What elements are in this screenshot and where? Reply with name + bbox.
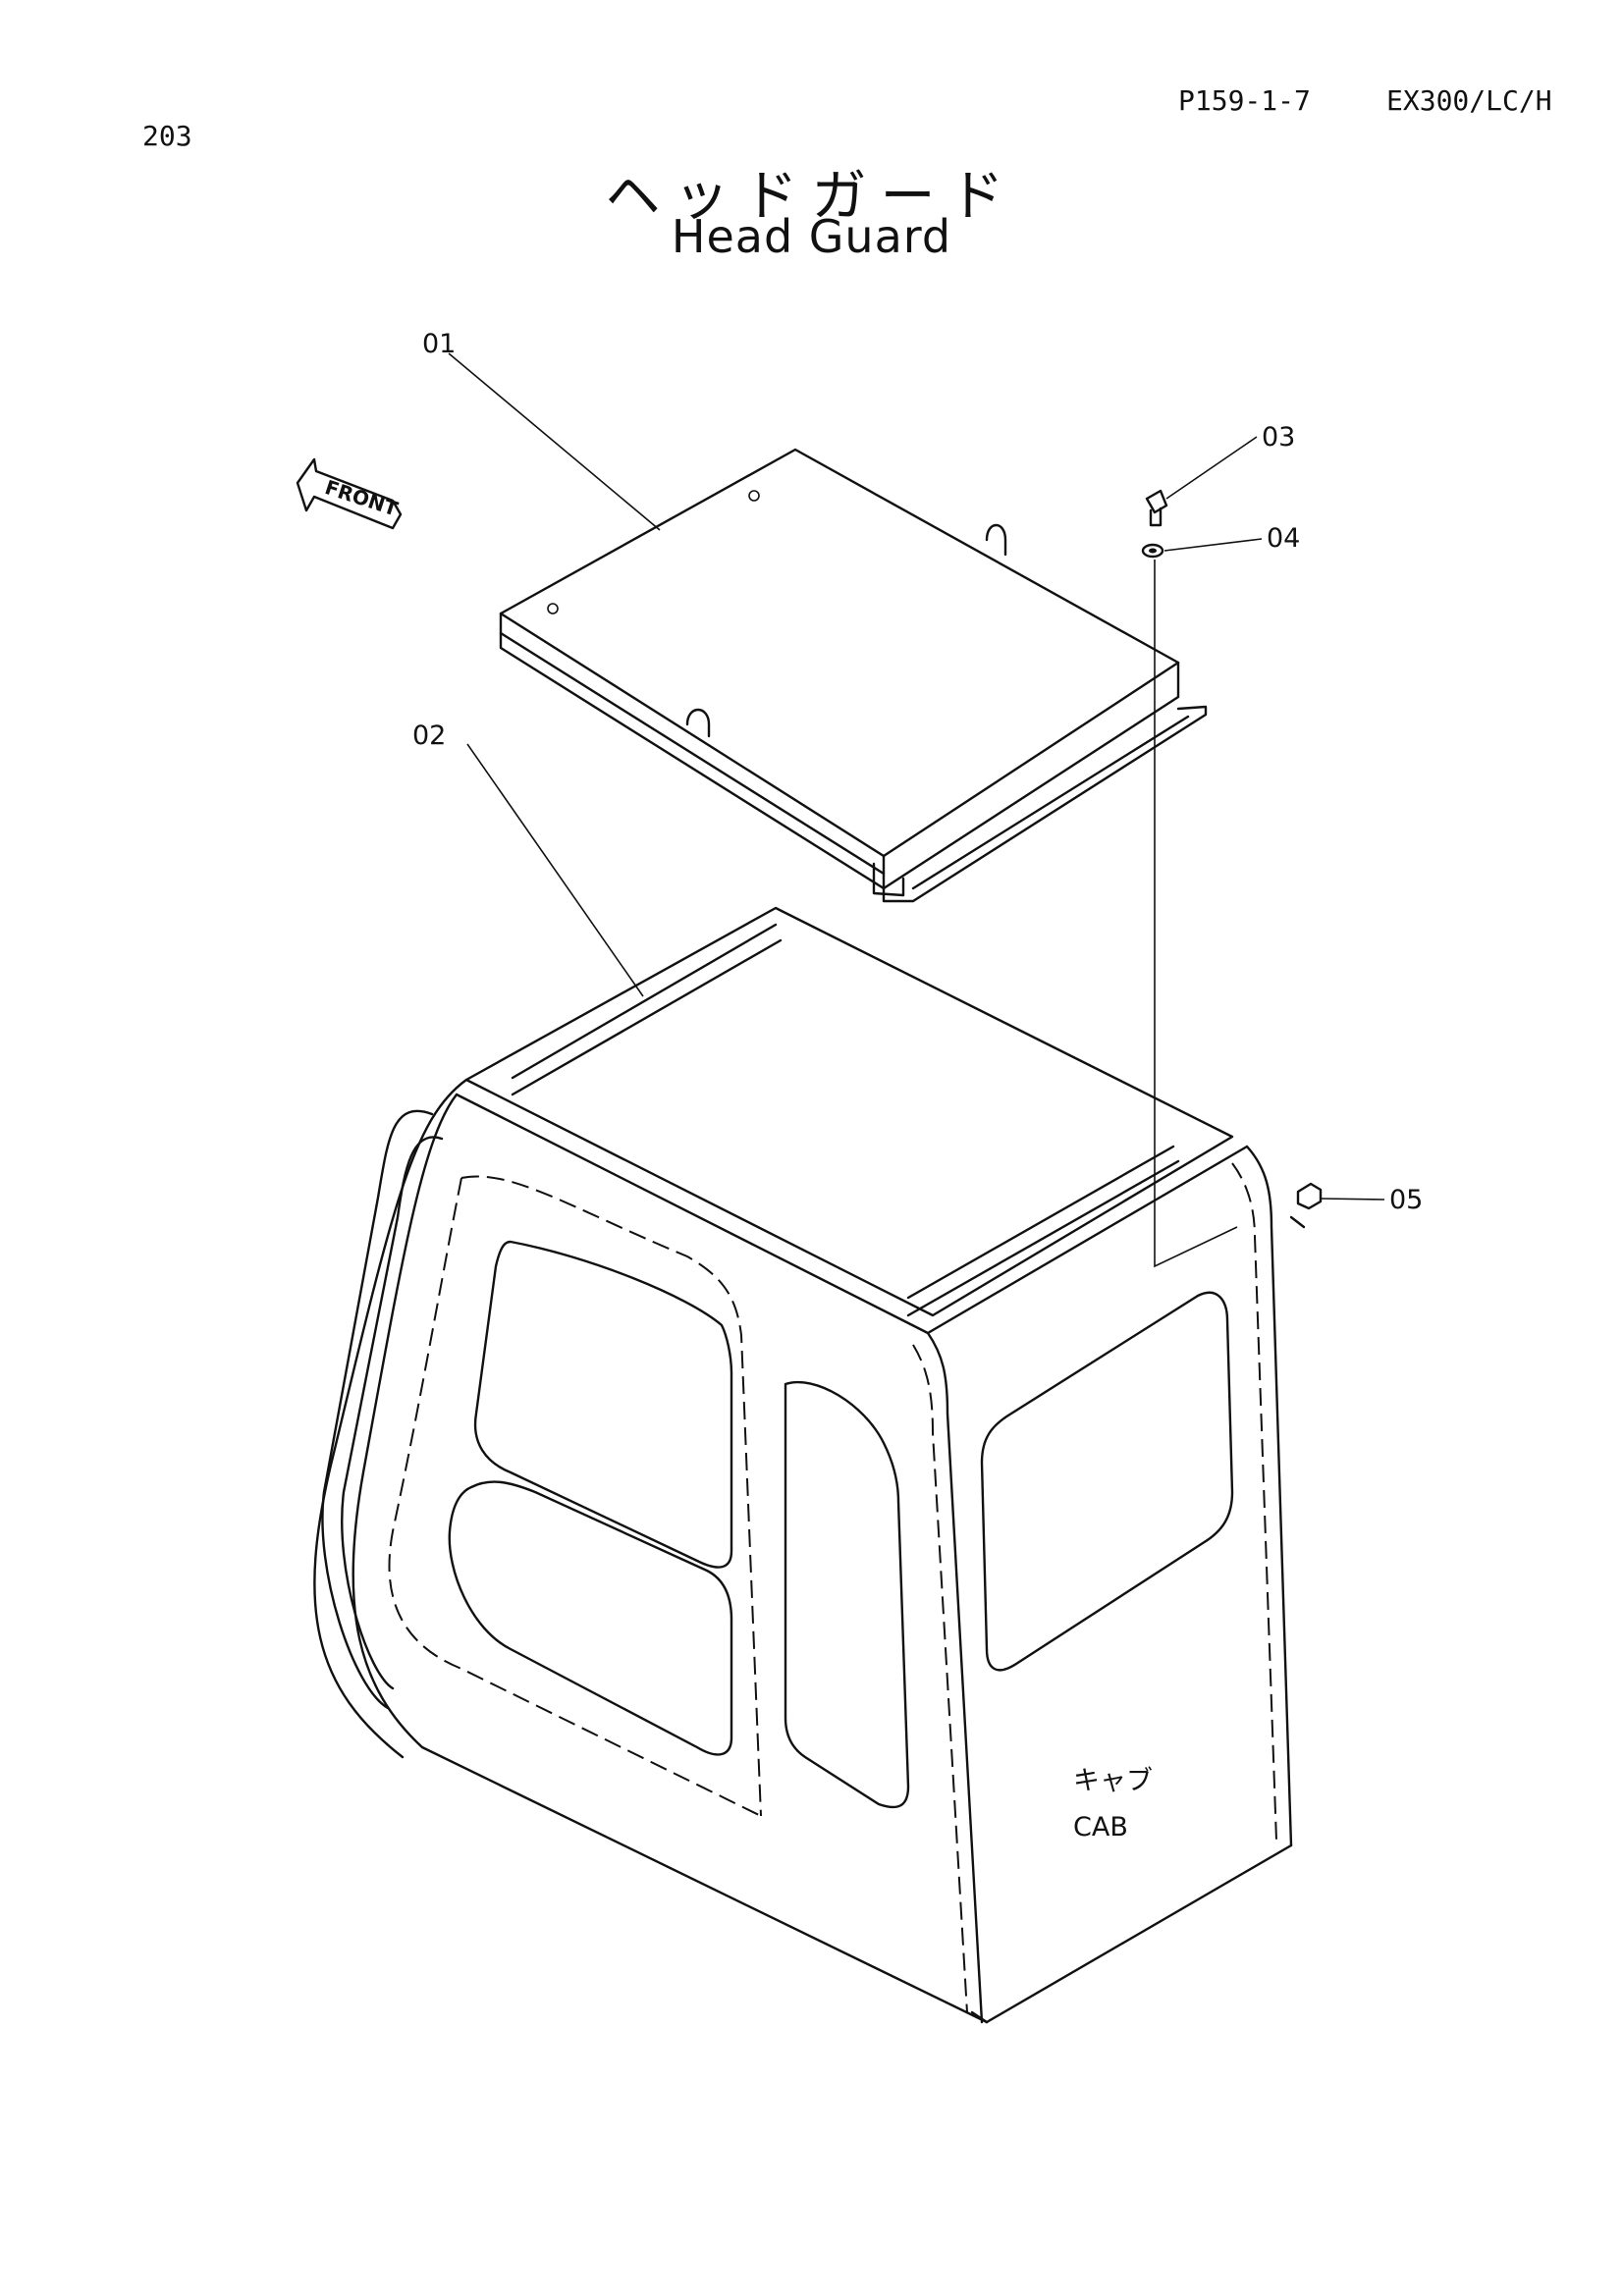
- callout-01: 01: [422, 329, 456, 359]
- front-arrow-icon: FRONT: [296, 457, 403, 530]
- front-arrow-label: FRONT: [322, 475, 401, 521]
- callout-02: 02: [412, 721, 446, 751]
- leader-line-02: [466, 743, 644, 997]
- washer-icon: [1141, 543, 1164, 559]
- fastener-guide-line-lower: [1154, 1217, 1238, 1268]
- title-english: Head Guard: [671, 210, 952, 263]
- leader-line-01: [448, 352, 661, 531]
- cab-label-english: CAB: [1073, 1812, 1128, 1842]
- head-guard: [499, 448, 1208, 903]
- title-japanese: ヘッドガード: [605, 165, 1018, 229]
- cab-label-japanese: キャブ: [1073, 1766, 1153, 1796]
- leader-line-04: [1163, 538, 1263, 552]
- callout-03: 03: [1262, 422, 1295, 453]
- nut-icon: [1289, 1182, 1323, 1229]
- model-code: EX300/LC/H: [1386, 84, 1552, 117]
- callout-04: 04: [1267, 523, 1300, 554]
- cab: キャブ CAB: [313, 906, 1293, 2024]
- bolt-icon: [1145, 489, 1168, 527]
- leader-line-03: [1165, 436, 1258, 500]
- leader-line-05: [1320, 1198, 1385, 1201]
- callout-05: 05: [1389, 1185, 1423, 1215]
- page-number: 203: [142, 120, 192, 152]
- page-code: P159-1-7: [1178, 84, 1311, 117]
